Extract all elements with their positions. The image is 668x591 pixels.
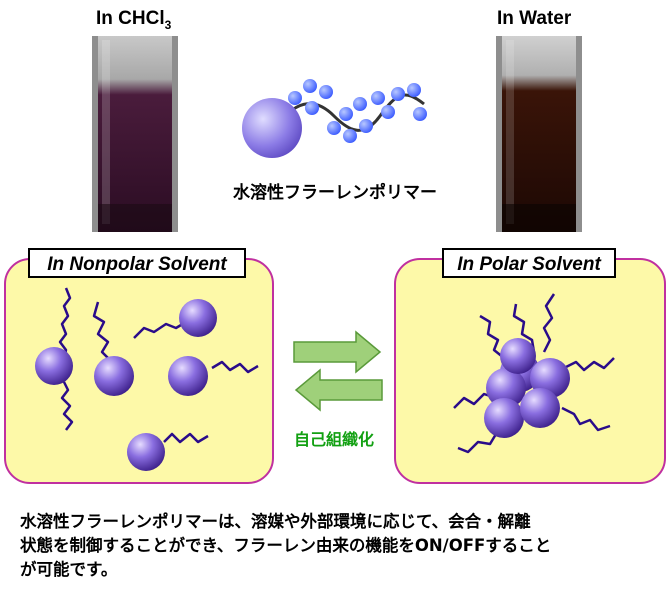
right-vial-label: In Water xyxy=(497,8,572,29)
aggregated-micelle-illustration xyxy=(453,293,615,454)
pendant-bead-group xyxy=(288,79,427,143)
left-vial-label: In CHCl3 xyxy=(96,8,172,32)
description-line-2: 状態を制御することができ、フラーレン由来の機能をON/OFFすること xyxy=(20,536,552,555)
dispersed-polymers-illustration xyxy=(35,287,259,471)
polar-panel-title: In Polar Solvent xyxy=(442,248,616,278)
self-organization-label: 自己組織化 xyxy=(294,430,375,449)
chcl3-vial-photo xyxy=(92,36,178,232)
description-line-3: が可能です。 xyxy=(20,560,118,579)
description-line-1: 水溶性フラーレンポリマーは、溶媒や外部環境に応じて、会合・解離 xyxy=(20,512,531,531)
fullerene-polymer-schematic xyxy=(242,79,427,158)
polymer-name-label: 水溶性フラーレンポリマー xyxy=(233,183,437,203)
equilibrium-arrows-icon xyxy=(293,330,383,412)
fullerene-sphere-icon xyxy=(242,98,302,158)
water-vial-photo xyxy=(496,36,582,232)
nonpolar-panel-title: In Nonpolar Solvent xyxy=(28,248,246,278)
